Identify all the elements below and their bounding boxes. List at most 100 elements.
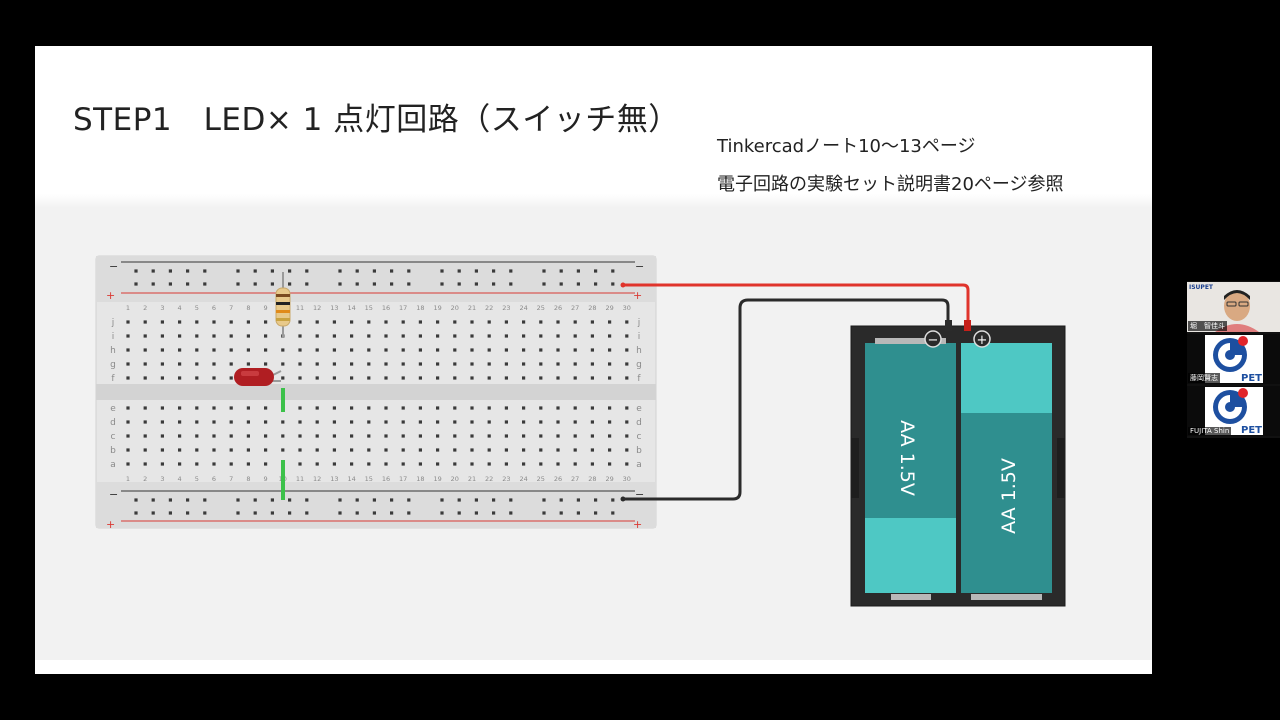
led-red[interactable] (234, 368, 282, 386)
breadboard-hole[interactable] (212, 434, 216, 438)
breadboard-hole[interactable] (288, 269, 292, 273)
breadboard-hole[interactable] (436, 334, 440, 338)
breadboard-hole[interactable] (143, 420, 147, 424)
breadboard-hole[interactable] (522, 434, 526, 438)
breadboard-hole[interactable] (474, 498, 478, 502)
breadboard-hole[interactable] (576, 282, 580, 286)
breadboard-hole[interactable] (367, 362, 371, 366)
breadboard-hole[interactable] (236, 511, 240, 515)
breadboard-hole[interactable] (556, 448, 560, 452)
breadboard-hole[interactable] (457, 498, 461, 502)
breadboard-hole[interactable] (608, 448, 612, 452)
breadboard-hole[interactable] (367, 376, 371, 380)
breadboard-hole[interactable] (594, 511, 598, 515)
breadboard-hole[interactable] (178, 376, 182, 380)
breadboard-hole[interactable] (625, 434, 629, 438)
breadboard-hole[interactable] (160, 348, 164, 352)
breadboard-hole[interactable] (288, 282, 292, 286)
breadboard-hole[interactable] (573, 420, 577, 424)
breadboard-hole[interactable] (608, 462, 612, 466)
breadboard-hole[interactable] (281, 434, 285, 438)
breadboard-hole[interactable] (418, 448, 422, 452)
breadboard-hole[interactable] (298, 406, 302, 410)
breadboard-hole[interactable] (246, 462, 250, 466)
breadboard-hole[interactable] (453, 462, 457, 466)
breadboard-hole[interactable] (143, 434, 147, 438)
breadboard-hole[interactable] (418, 334, 422, 338)
breadboard-hole[interactable] (305, 511, 309, 515)
breadboard-hole[interactable] (474, 511, 478, 515)
breadboard-hole[interactable] (625, 348, 629, 352)
breadboard-hole[interactable] (186, 282, 190, 286)
breadboard-hole[interactable] (229, 462, 233, 466)
breadboard-hole[interactable] (270, 269, 274, 273)
breadboard-hole[interactable] (487, 434, 491, 438)
breadboard-hole[interactable] (573, 348, 577, 352)
red-wire[interactable] (623, 283, 970, 330)
breadboard-hole[interactable] (212, 376, 216, 380)
breadboard-hole[interactable] (487, 420, 491, 424)
breadboard-hole[interactable] (203, 282, 207, 286)
breadboard-hole[interactable] (195, 448, 199, 452)
breadboard-hole[interactable] (470, 334, 474, 338)
breadboard-hole[interactable] (611, 269, 615, 273)
jumper-wire-lower[interactable] (281, 460, 285, 500)
breadboard-hole[interactable] (436, 462, 440, 466)
breadboard-hole[interactable] (470, 434, 474, 438)
breadboard-hole[interactable] (384, 434, 388, 438)
breadboard-hole[interactable] (539, 362, 543, 366)
breadboard-hole[interactable] (492, 269, 496, 273)
breadboard-hole[interactable] (573, 448, 577, 452)
breadboard-hole[interactable] (474, 282, 478, 286)
breadboard-hole[interactable] (625, 420, 629, 424)
breadboard-hole[interactable] (186, 511, 190, 515)
breadboard-hole[interactable] (470, 348, 474, 352)
breadboard-hole[interactable] (160, 334, 164, 338)
breadboard-hole[interactable] (608, 420, 612, 424)
breadboard-hole[interactable] (625, 334, 629, 338)
breadboard-hole[interactable] (298, 434, 302, 438)
breadboard-hole[interactable] (160, 406, 164, 410)
breadboard-hole[interactable] (229, 320, 233, 324)
breadboard-hole[interactable] (608, 434, 612, 438)
breadboard-hole[interactable] (151, 498, 155, 502)
breadboard-hole[interactable] (212, 406, 216, 410)
breadboard-hole[interactable] (288, 511, 292, 515)
breadboard-hole[interactable] (229, 362, 233, 366)
breadboard-hole[interactable] (203, 511, 207, 515)
breadboard-hole[interactable] (246, 334, 250, 338)
breadboard-hole[interactable] (590, 406, 594, 410)
breadboard-hole[interactable] (212, 462, 216, 466)
breadboard-hole[interactable] (288, 498, 292, 502)
breadboard-hole[interactable] (168, 269, 172, 273)
breadboard-hole[interactable] (487, 462, 491, 466)
breadboard-hole[interactable] (611, 498, 615, 502)
black-wire[interactable] (623, 298, 950, 501)
breadboard-hole[interactable] (332, 420, 336, 424)
breadboard-hole[interactable] (590, 434, 594, 438)
breadboard-hole[interactable] (522, 362, 526, 366)
breadboard-hole[interactable] (556, 420, 560, 424)
breadboard-hole[interactable] (338, 282, 342, 286)
breadboard-hole[interactable] (384, 462, 388, 466)
breadboard-hole[interactable] (298, 320, 302, 324)
breadboard-hole[interactable] (457, 511, 461, 515)
breadboard-hole[interactable] (401, 334, 405, 338)
breadboard-hole[interactable] (229, 448, 233, 452)
breadboard-hole[interactable] (440, 511, 444, 515)
breadboard-hole[interactable] (556, 320, 560, 324)
breadboard-hole[interactable] (457, 269, 461, 273)
breadboard-hole[interactable] (264, 320, 268, 324)
breadboard-hole[interactable] (522, 376, 526, 380)
breadboard-hole[interactable] (338, 269, 342, 273)
breadboard-hole[interactable] (298, 376, 302, 380)
breadboard-hole[interactable] (332, 348, 336, 352)
battery-terminal-plus[interactable] (973, 330, 991, 348)
breadboard-hole[interactable] (315, 434, 319, 438)
breadboard-hole[interactable] (186, 498, 190, 502)
breadboard-hole[interactable] (178, 434, 182, 438)
breadboard-hole[interactable] (160, 448, 164, 452)
breadboard-hole[interactable] (407, 269, 411, 273)
breadboard-hole[interactable] (143, 320, 147, 324)
breadboard-hole[interactable] (401, 376, 405, 380)
